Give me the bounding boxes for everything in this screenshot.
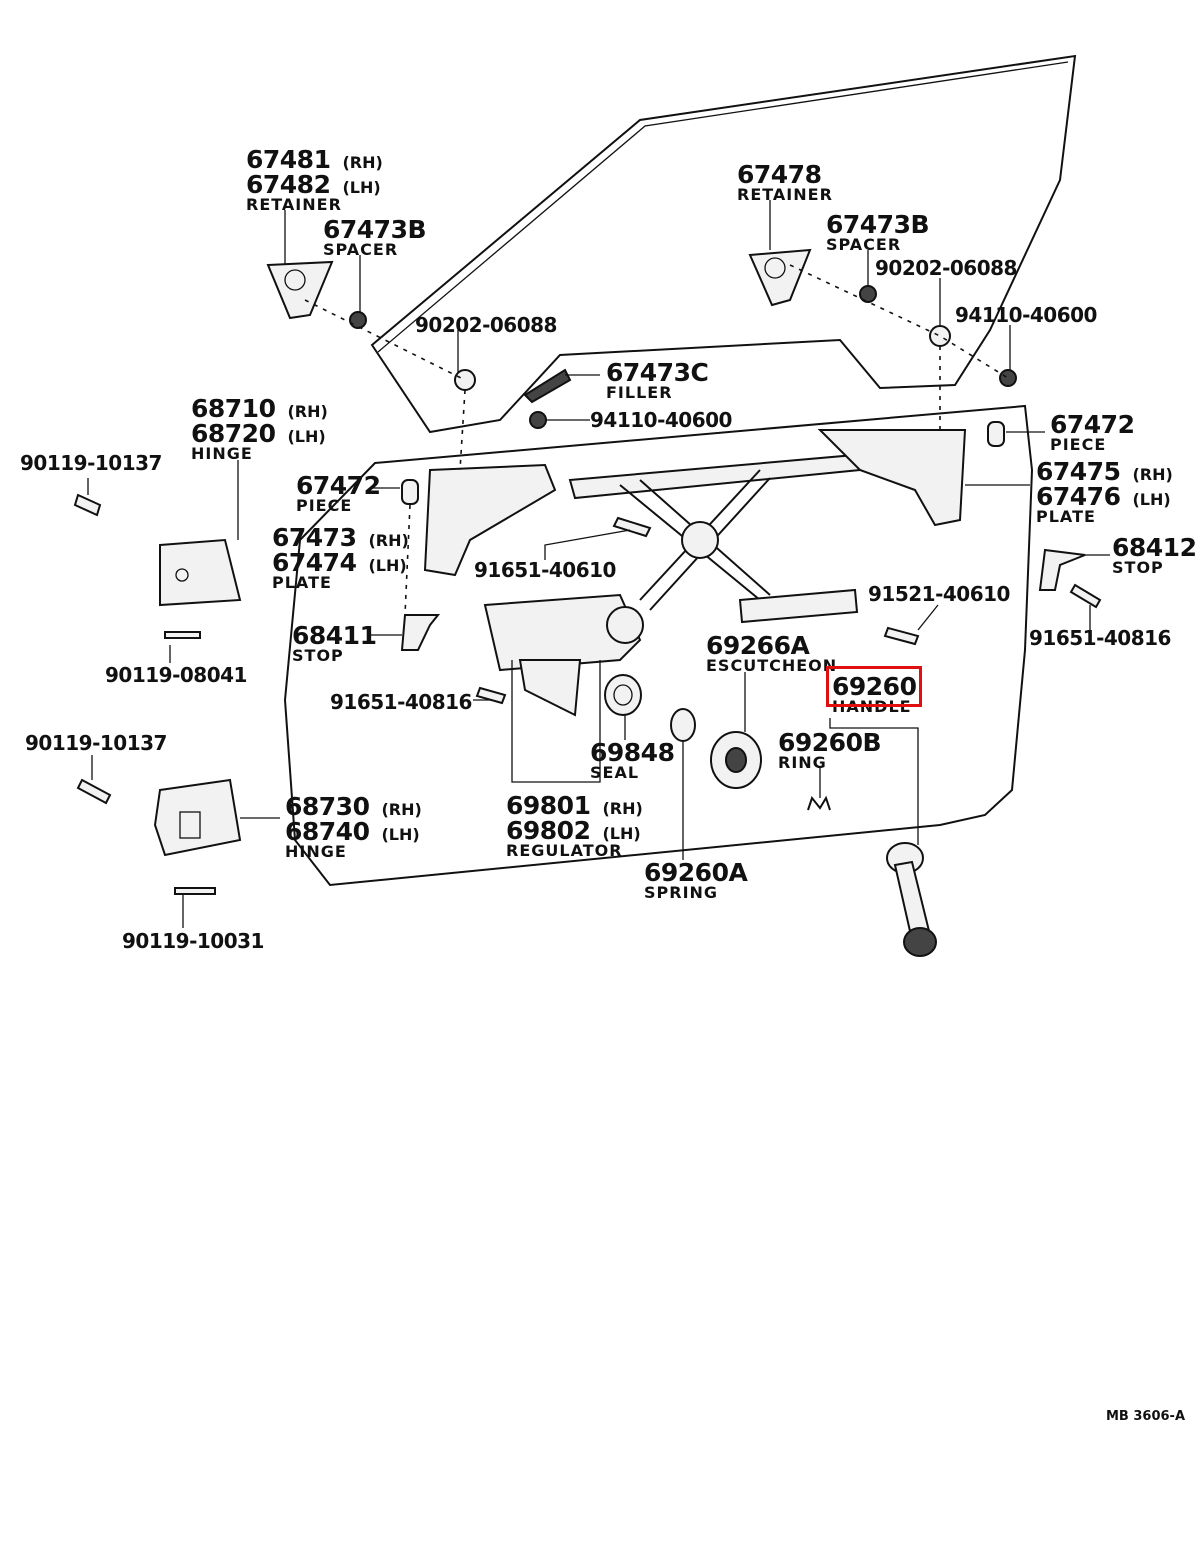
diagram-code: MB 3606-A [1106, 1409, 1186, 1424]
leader-91521 [917, 604, 939, 631]
dash-5 [404, 504, 411, 616]
lift-channel [568, 453, 862, 500]
screw-90119-08041 [164, 631, 201, 639]
label-67482: 67482(LH)RETAINER [246, 170, 381, 214]
seal-69848 [604, 674, 642, 716]
stop-68411 [400, 614, 441, 651]
plate-67475 [817, 429, 967, 527]
label-67473: 67473(RH) [272, 523, 409, 552]
bolt-90202-r [929, 325, 951, 347]
seal-inner [613, 684, 633, 706]
label-94110-left: 94110-40600 [590, 408, 732, 432]
arm-pivot [681, 521, 719, 559]
stop-68412 [1038, 548, 1086, 591]
filler-67473c [523, 368, 572, 404]
ring-69260b [807, 795, 831, 811]
label-90119-10137-bottom: 90119-10137 [25, 731, 167, 755]
label-91521-40610: 91521-40610 [868, 582, 1010, 606]
label-91651-40816-right: 91651-40816 [1029, 626, 1171, 650]
hinge-68710 [159, 538, 242, 607]
lower-channel [738, 588, 859, 624]
glass-edge [377, 61, 1069, 353]
leader-91651-40610 [544, 529, 631, 560]
spring-69260a [670, 708, 696, 742]
label-90119-10137-top: 90119-10137 [20, 451, 162, 475]
leader-69260 [829, 718, 919, 845]
retainer-67481 [266, 260, 334, 320]
label-68740: 68740(LH)HINGE [285, 817, 420, 861]
bolt-91651-40610 [612, 516, 652, 538]
screw-90119-10137-a [73, 493, 102, 517]
door-panel [283, 404, 1034, 887]
handle-knob [903, 927, 937, 957]
bolt-91521-40610 [883, 626, 920, 646]
spacer-l [349, 311, 367, 329]
bolt-91651-40816-l [475, 686, 507, 705]
retainer-hole-r [764, 257, 786, 279]
regulator-sector [518, 659, 582, 717]
dash-3 [459, 389, 466, 471]
regulator-box [483, 593, 642, 672]
hinge-slot [179, 811, 201, 839]
label-67476: 67476(LH)PLATE [1036, 482, 1171, 526]
screw-90119-10031 [174, 887, 216, 895]
label-68720: 68720(LH)HINGE [191, 419, 326, 463]
label-68730: 68730(RH) [285, 792, 422, 821]
bolt-90202-l [454, 369, 476, 391]
highlighted-part-number: 69260 [825, 666, 923, 707]
leader-69801 [511, 660, 601, 783]
dash-1 [304, 299, 466, 381]
piece-67472-r [987, 421, 1005, 447]
piece-67472-l [401, 479, 419, 505]
label-67474: 67474(LH)PLATE [272, 548, 407, 592]
label-91651-40610: 91651-40610 [474, 558, 616, 582]
label-90119-10031: 90119-10031 [122, 929, 264, 953]
escutcheon-hole [725, 747, 747, 773]
label-68710: 68710(RH) [191, 394, 328, 423]
label-90202-left: 90202-06088 [415, 313, 557, 337]
retainer-hole-l [284, 269, 306, 291]
label-69802: 69802(LH)REGULATOR [506, 816, 641, 860]
label-91651-40816-left: 91651-40816 [330, 690, 472, 714]
screw-90119-10137-b [76, 778, 112, 805]
gear [606, 606, 644, 644]
label-90202-right: 90202-06088 [875, 256, 1017, 280]
label-67475: 67475(RH) [1036, 457, 1173, 486]
label-69801: 69801(RH) [506, 791, 643, 820]
label-67481: 67481(RH) [246, 145, 383, 174]
label-94110-right: 94110-40600 [955, 303, 1097, 327]
hinge-68730 [153, 778, 242, 857]
plate-67473 [423, 463, 557, 577]
nut-94110-l [529, 411, 547, 429]
bolt-91651-40816-r [1069, 583, 1102, 609]
retainer-67478 [748, 248, 812, 307]
label-90119-08041: 90119-08041 [105, 663, 247, 687]
door-glass [370, 54, 1077, 434]
hinge-hole [175, 568, 189, 582]
nut-94110-r [999, 369, 1017, 387]
